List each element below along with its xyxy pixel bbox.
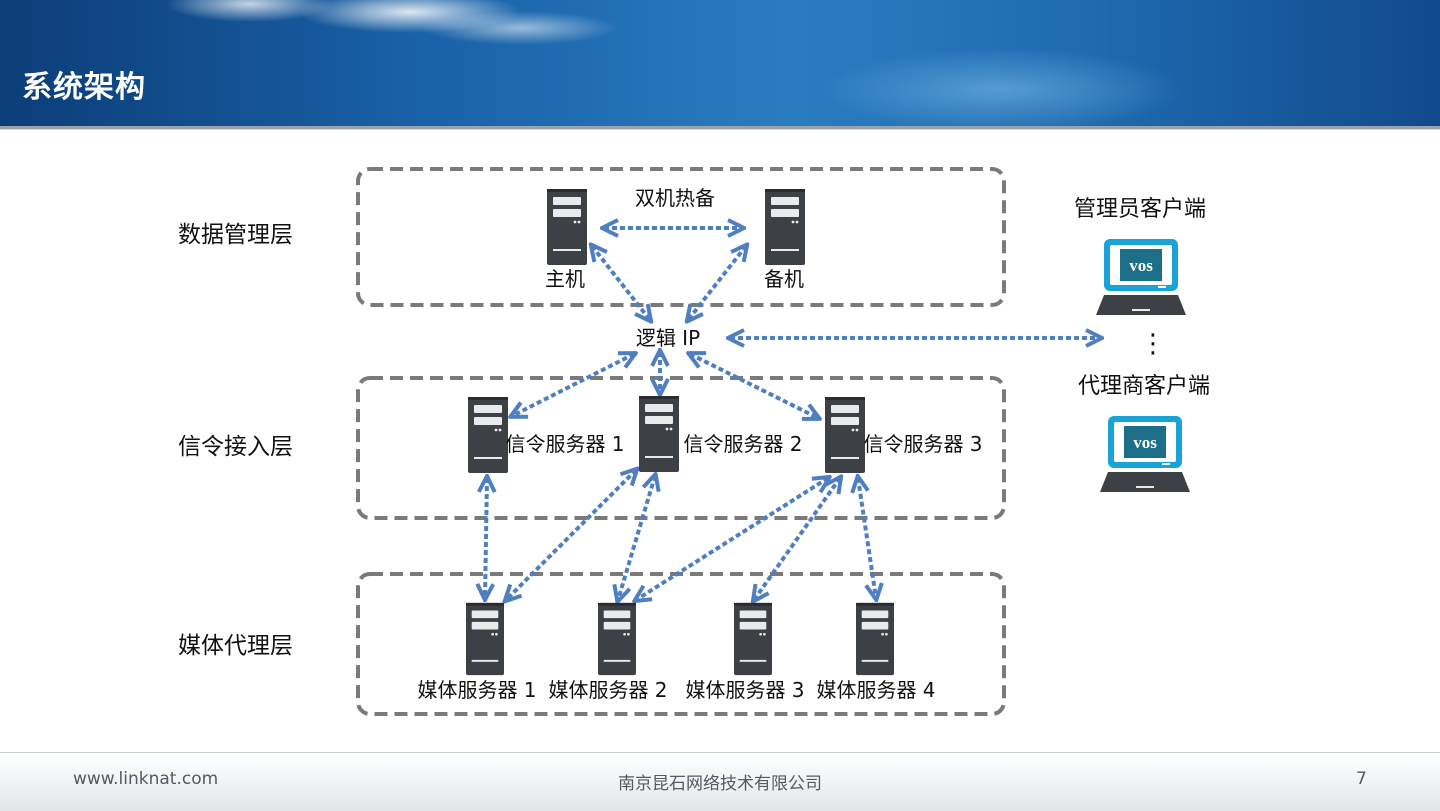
layer-label-data-management: 数据管理层 bbox=[178, 222, 293, 248]
footer-company: 南京昆石网络技术有限公司 bbox=[618, 774, 822, 794]
footer-bar: www.linknat.com 南京昆石网络技术有限公司 7 bbox=[0, 752, 1440, 811]
arrow-signaling-2-media-2 bbox=[618, 476, 655, 600]
admin-laptop-screen-logo: vos bbox=[1129, 256, 1153, 275]
connection-arrows bbox=[485, 228, 1100, 600]
layer-label-media-proxy: 媒体代理层 bbox=[178, 633, 293, 659]
media-server-1-icon bbox=[466, 602, 504, 676]
signaling-server-label: 信令服务器 3 bbox=[863, 432, 982, 456]
arrow-primary-logical-ip bbox=[592, 246, 650, 320]
media-server-label: 媒体服务器 1 bbox=[417, 678, 536, 702]
media-server-3-icon bbox=[734, 602, 772, 676]
arrow-signaling-3-media-2 bbox=[636, 478, 828, 600]
agent-laptop-screen-logo: vos bbox=[1133, 433, 1157, 452]
agent-client-label: 代理商客户端 bbox=[1078, 374, 1210, 399]
backup-server-icon bbox=[765, 189, 805, 265]
signaling-server-label: 信令服务器 1 bbox=[505, 432, 624, 456]
ellipsis-label: ⋮ bbox=[1140, 329, 1166, 359]
signaling-server-1-icon bbox=[468, 397, 508, 473]
media-server-2-icon bbox=[598, 602, 636, 676]
page-number: 7 bbox=[1356, 769, 1367, 789]
agent-laptop-icon bbox=[1100, 416, 1190, 492]
media-server-label: 媒体服务器 3 bbox=[685, 678, 804, 702]
arrow-logical-ip-signaling-3 bbox=[690, 354, 818, 418]
layer-label-signaling-access: 信令接入层 bbox=[178, 434, 293, 460]
signaling-server-3-icon bbox=[825, 397, 865, 473]
media-server-label: 媒体服务器 2 bbox=[548, 678, 667, 702]
data-management-box bbox=[356, 167, 1006, 307]
backup-label: 备机 bbox=[764, 267, 804, 291]
admin-client-label: 管理员客户端 bbox=[1074, 197, 1206, 222]
signaling-server-2-icon bbox=[639, 396, 679, 472]
arrow-signaling-1-media-1 bbox=[485, 478, 487, 598]
hot-standby-label: 双机热备 bbox=[635, 186, 715, 210]
admin-laptop-icon bbox=[1096, 239, 1186, 315]
arrow-signaling-3-media-3 bbox=[754, 478, 840, 600]
signaling-server-label: 信令服务器 2 bbox=[683, 432, 802, 456]
arrow-signaling-3-media-4 bbox=[858, 478, 876, 598]
slide-title: 系统架构 bbox=[22, 70, 146, 105]
header-divider bbox=[0, 126, 1440, 130]
primary-label: 主机 bbox=[545, 267, 585, 291]
arrow-signaling-2-media-1 bbox=[506, 470, 636, 600]
arrow-backup-logical-ip bbox=[688, 246, 746, 320]
primary-server-icon bbox=[547, 189, 587, 265]
logical-ip-label: 逻辑 IP bbox=[636, 326, 700, 350]
header-banner bbox=[0, 0, 1440, 126]
arrow-logical-ip-signaling-1 bbox=[512, 354, 634, 416]
media-server-4-icon bbox=[856, 602, 894, 676]
footer-url: www.linknat.com bbox=[73, 769, 219, 789]
media-server-label: 媒体服务器 4 bbox=[816, 678, 935, 702]
